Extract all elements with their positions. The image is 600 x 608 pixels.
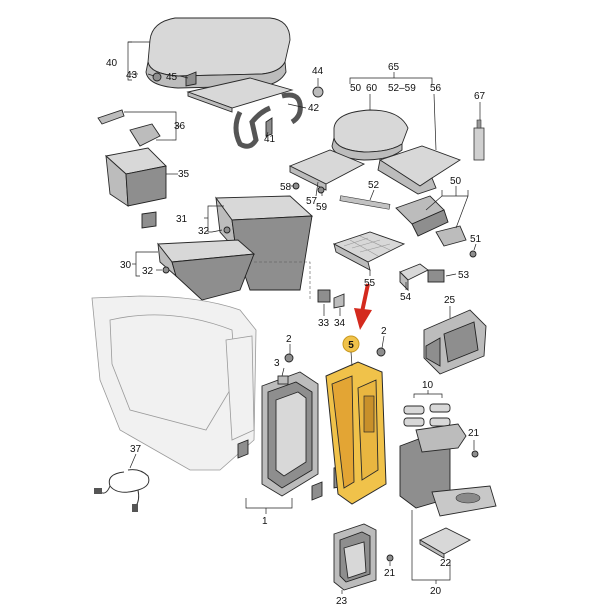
- label-60: 60: [366, 83, 378, 94]
- screw-part-bottom: [311, 481, 323, 501]
- usb-connectors-part-10: [403, 403, 451, 427]
- cupholder-mechanism-part-50: [395, 195, 467, 247]
- label-36: 36: [174, 121, 186, 132]
- label-56: 56: [430, 83, 442, 94]
- screw-part-2b: [376, 347, 386, 357]
- screw-part-51: [469, 250, 477, 258]
- switch-part-34: [333, 293, 345, 309]
- label-65: 65: [388, 62, 400, 73]
- label-2b: 2: [381, 326, 387, 337]
- screw-part-32a: [223, 226, 231, 234]
- console-cover-part-56: [377, 145, 462, 195]
- coin-tray-part-30: [157, 239, 256, 301]
- armrest-bracket-part: [233, 92, 303, 149]
- label-20: 20: [430, 586, 442, 597]
- clip-part-59: [317, 186, 325, 194]
- label-30: 30: [120, 260, 132, 271]
- label-33: 33: [318, 318, 330, 329]
- cable-part-37: [94, 469, 150, 512]
- plate-part-22: [419, 527, 471, 559]
- label-31: 31: [176, 214, 188, 225]
- label-50b: 50: [450, 176, 462, 187]
- label-21a: 21: [468, 428, 480, 439]
- bolt-part-41: [265, 117, 273, 137]
- label-37: 37: [130, 444, 142, 455]
- part-labels: 40 43 45 44 42 41 36 35 31 32 30 32 33 3…: [106, 58, 486, 607]
- label-50a: 50: [350, 83, 362, 94]
- label-21b: 21: [384, 568, 396, 579]
- label-23: 23: [336, 596, 348, 607]
- cupholder-housing-part-20: [399, 423, 497, 517]
- label-53: 53: [458, 270, 470, 281]
- label-34: 34: [334, 318, 346, 329]
- label-59: 59: [316, 202, 328, 213]
- clip-part-left: [237, 439, 249, 459]
- label-52: 52: [368, 180, 380, 191]
- rod-part-52: [339, 195, 391, 210]
- storage-bin-part-23: [333, 523, 377, 591]
- screw-part-21a: [471, 450, 479, 458]
- screw-part-21b: [386, 554, 394, 562]
- base-plate-part-57: [288, 149, 366, 191]
- side-trim-panel-part-5: [325, 361, 387, 505]
- label-32b: 32: [142, 266, 154, 277]
- label-41: 41: [264, 134, 276, 145]
- screw-part-2a: [284, 353, 294, 363]
- armrest-hinge-plate-part: [186, 77, 294, 113]
- label-1: 1: [262, 516, 268, 527]
- label-45: 45: [166, 72, 178, 83]
- label-3: 3: [274, 358, 280, 369]
- mesh-plate-part-55: [332, 231, 406, 271]
- console-lid-part-60: [331, 109, 409, 161]
- label-35: 35: [178, 169, 190, 180]
- trim-part-54: [399, 263, 429, 292]
- storage-bin-part-35: [105, 147, 167, 229]
- sealant-tube-part-67: [473, 119, 485, 161]
- label-25: 25: [444, 295, 456, 306]
- screw-part-32b: [162, 266, 170, 274]
- label-52-59: 52–59: [388, 83, 416, 94]
- screw-part-45: [185, 71, 197, 87]
- clip-part-3: [277, 375, 289, 385]
- label-44: 44: [312, 66, 324, 77]
- label-10: 10: [422, 380, 434, 391]
- highlight-arrow: [354, 283, 372, 330]
- leader-lines: [124, 41, 481, 594]
- nut-part-44: [312, 86, 324, 98]
- label-57: 57: [306, 196, 318, 207]
- label-43: 43: [126, 70, 138, 81]
- label-55: 55: [364, 278, 376, 289]
- switch-part-33: [317, 289, 331, 303]
- air-vent-part-25: [423, 309, 487, 375]
- console-frame-part-1: [261, 371, 319, 497]
- switch-part-53: [427, 269, 445, 283]
- dashboard-outline-ghost: [91, 295, 257, 471]
- label-22: 22: [440, 558, 452, 569]
- tray-clips-part-36: [97, 109, 161, 147]
- label-67: 67: [474, 91, 486, 102]
- label-42: 42: [308, 103, 320, 114]
- label-51: 51: [470, 234, 482, 245]
- clip-part-43: [152, 72, 162, 82]
- label-40: 40: [106, 58, 118, 69]
- label-2a: 2: [286, 334, 292, 345]
- label-54: 54: [400, 292, 412, 303]
- label-32a: 32: [198, 226, 210, 237]
- label-58: 58: [280, 182, 292, 193]
- label-5-highlighted: 5: [348, 340, 354, 351]
